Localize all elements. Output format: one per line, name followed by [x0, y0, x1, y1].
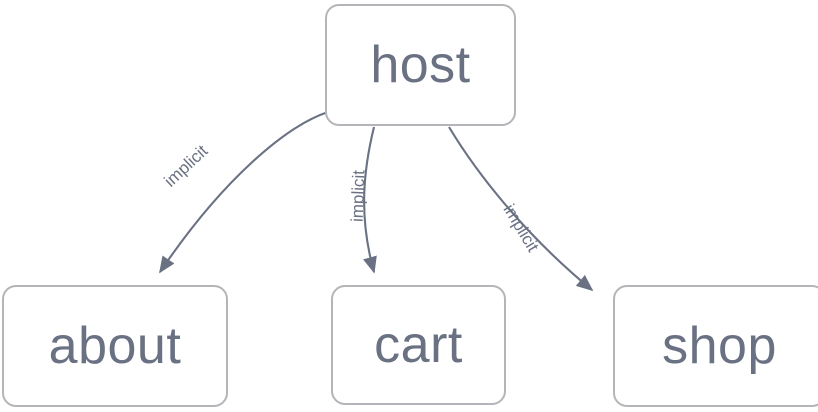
graph-node-shop[interactable]: shop: [613, 285, 818, 407]
graph-node-host[interactable]: host: [325, 4, 516, 126]
edge-label-host-cart: implicit: [347, 169, 369, 223]
edge-host-about: [159, 111, 329, 274]
edge-host-shop: [448, 126, 594, 292]
node-label-about: about: [48, 317, 182, 375]
node-label-shop: shop: [662, 317, 777, 375]
graph-node-about[interactable]: about: [2, 285, 228, 407]
node-label-cart: cart: [374, 316, 463, 374]
edge-host-cart: [363, 126, 377, 274]
graph-node-cart[interactable]: cart: [331, 285, 506, 405]
node-label-host: host: [370, 36, 471, 94]
